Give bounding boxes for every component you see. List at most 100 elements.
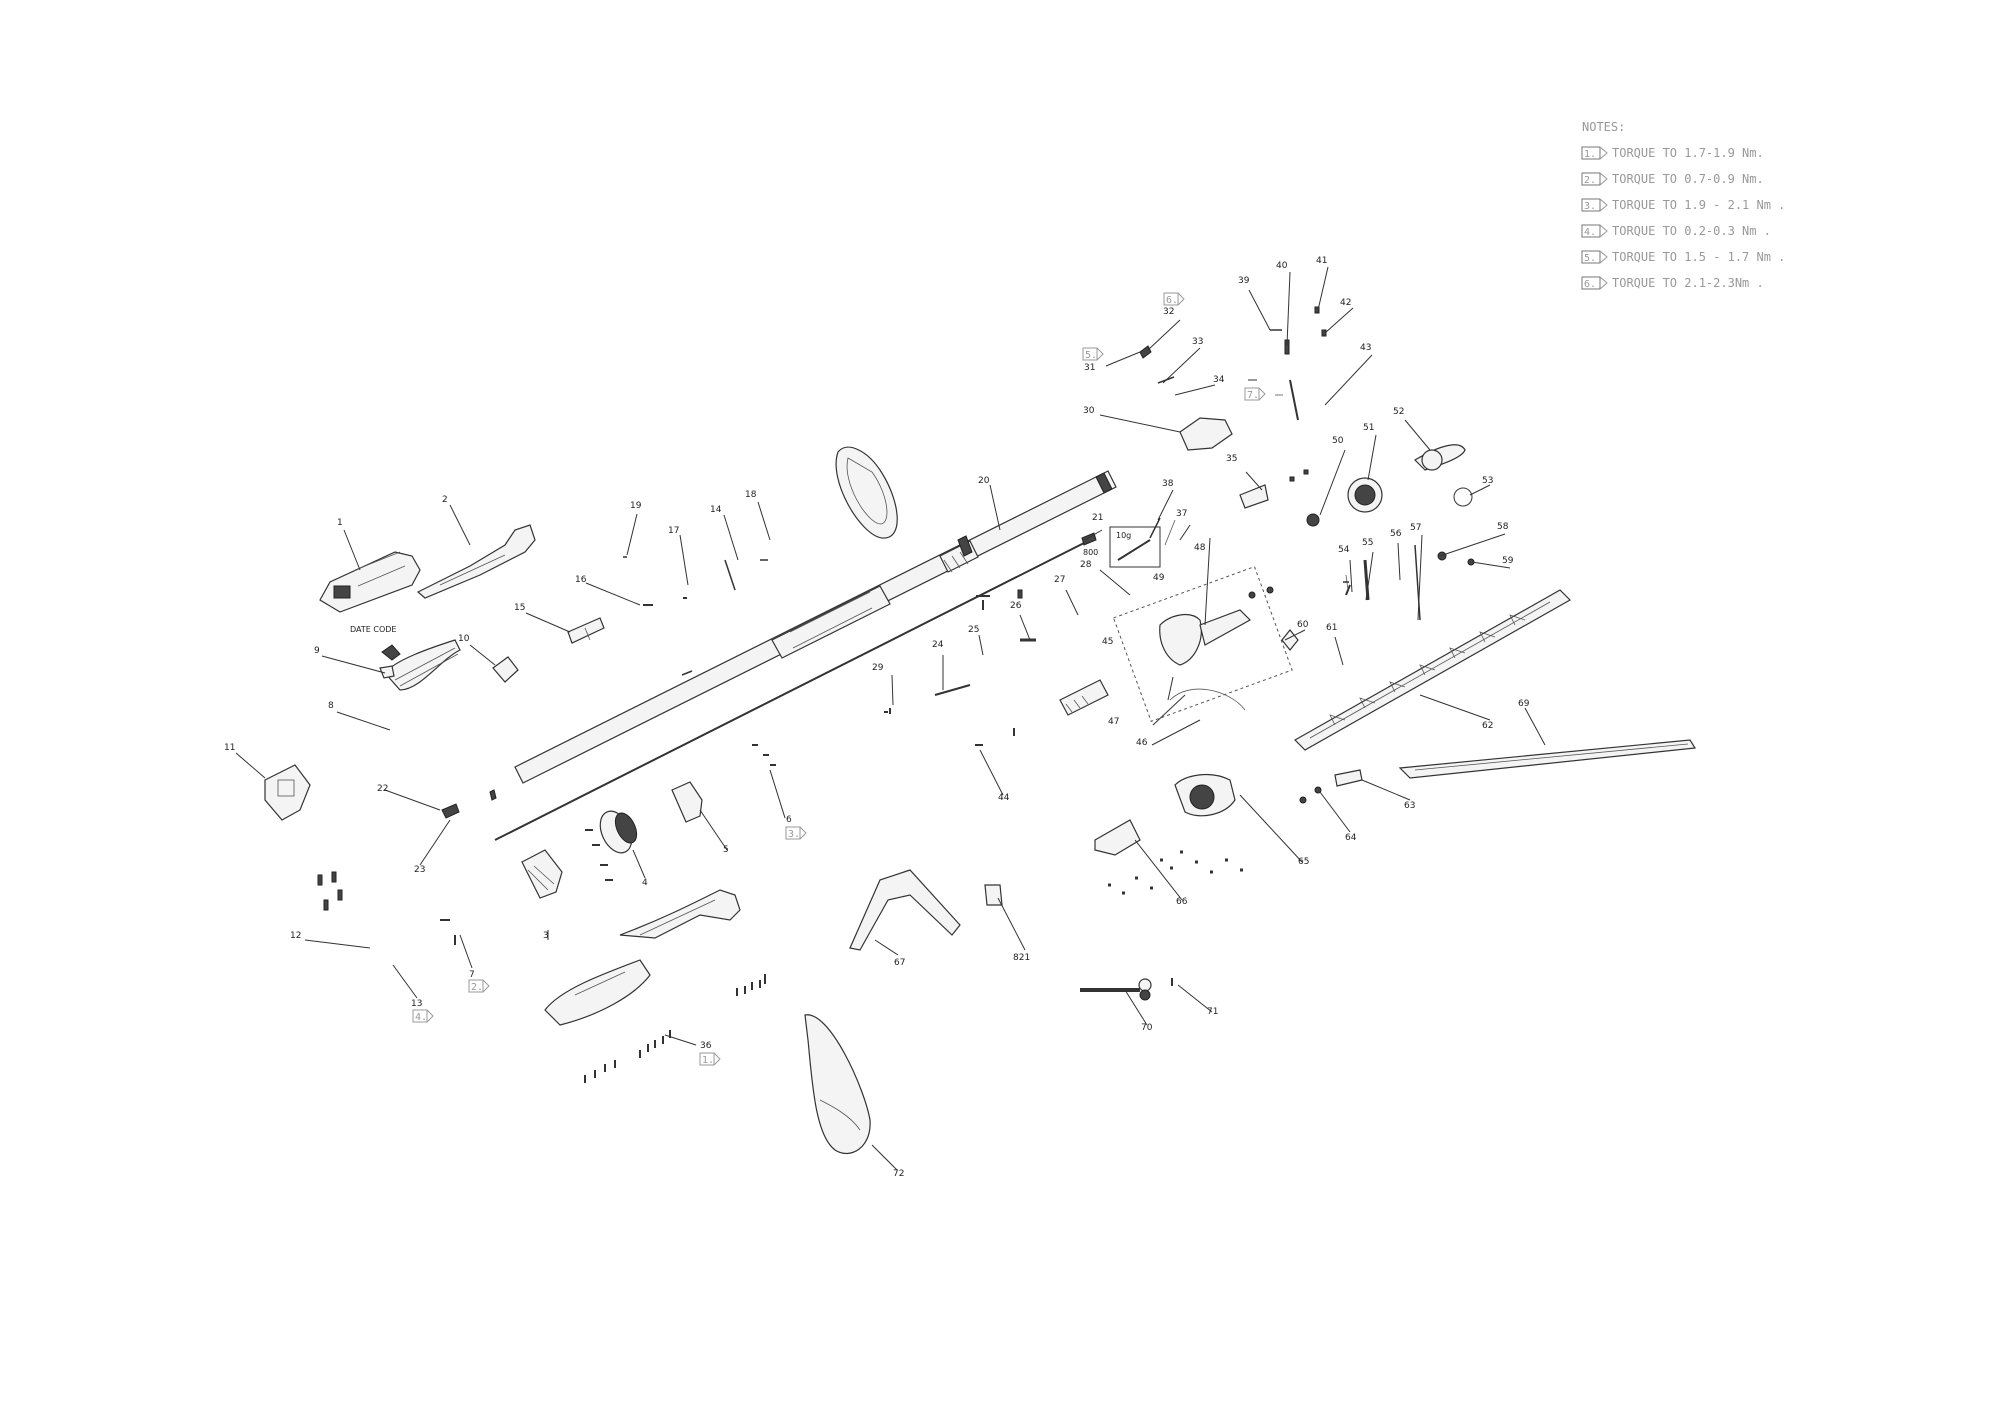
lower-housing (544, 889, 871, 1155)
part-label: 32 (1163, 307, 1174, 317)
inset-label-side: 800 (1083, 548, 1098, 557)
note-index: 6. (1584, 279, 1596, 290)
part-label: 6 (786, 815, 792, 825)
blade-assembly (1094, 544, 1697, 856)
note-index: 1. (1584, 149, 1596, 160)
part-label: 48 (1194, 543, 1206, 553)
misc-parts (849, 679, 1152, 1001)
part-label: 8 (328, 701, 334, 711)
torque-tag: 1. (699, 1052, 721, 1066)
gearbox-assembly: 10g 800 (1083, 379, 1473, 722)
motor-components (441, 781, 703, 899)
note-text: TORQUE TO 2.1-2.3Nm . (1612, 276, 1764, 290)
svg-text:2.: 2. (471, 982, 483, 993)
part-label: 44 (998, 793, 1010, 803)
part-label: 35 (1226, 454, 1237, 464)
svg-text:7.: 7. (1247, 390, 1259, 401)
hardware-screws (317, 306, 1349, 1083)
part-label: 45 (1102, 637, 1113, 647)
part-label: 11 (224, 743, 235, 753)
svg-text:4.: 4. (415, 1012, 427, 1023)
part-label: 7 (469, 970, 475, 980)
part-label: 36 (700, 1041, 712, 1051)
part-label: 59 (1502, 556, 1514, 566)
part-label: 1 (337, 518, 343, 528)
part-label: 23 (414, 865, 425, 875)
part-label: 41 (1316, 256, 1327, 266)
svg-text:1.: 1. (702, 1055, 714, 1066)
part-label: 40 (1276, 261, 1288, 271)
part-label: 51 (1363, 423, 1374, 433)
guard-shield (835, 446, 898, 539)
part-label: 4 (642, 878, 648, 888)
part-label: 57 (1410, 523, 1421, 533)
note-text: TORQUE TO 0.2-0.3 Nm . (1612, 224, 1771, 238)
note-index: 4. (1584, 227, 1596, 238)
note-text: TORQUE TO 0.7-0.9 Nm. (1612, 172, 1764, 186)
part-label: 21 (1092, 513, 1103, 523)
note-index: 3. (1584, 201, 1596, 212)
note-1: 1. TORQUE TO 1.7-1.9 Nm. (1581, 146, 1764, 160)
note-3: 3. TORQUE TO 1.9 - 2.1 Nm . (1581, 198, 1785, 212)
torque-tag: 4. (412, 1009, 434, 1023)
note-index: 2. (1584, 175, 1596, 186)
part-label: 64 (1345, 833, 1357, 843)
part-label: 71 (1207, 1007, 1218, 1017)
note-text: TORQUE TO 1.7-1.9 Nm. (1612, 146, 1764, 160)
part-label: 53 (1482, 476, 1493, 486)
part-label: 67 (894, 958, 905, 968)
date-code-label: DATE CODE (350, 625, 396, 634)
leader-lines (235, 266, 1546, 1171)
part-label: 54 (1338, 545, 1350, 555)
main-shaft (514, 470, 1117, 784)
torque-tags: 6. 5. 7. 3. 2. 4. 1. (412, 292, 1266, 1066)
part-label: 26 (1010, 601, 1022, 611)
part-label: 12 (290, 931, 301, 941)
part-label: 10 (458, 634, 470, 644)
part-label: 14 (710, 505, 722, 515)
part-label: 15 (514, 603, 525, 613)
part-label: 24 (932, 640, 944, 650)
part-label: 72 (893, 1169, 904, 1179)
part-label: 49 (1153, 573, 1165, 583)
part-label: 38 (1162, 479, 1174, 489)
part-label: 50 (1332, 436, 1344, 446)
part-label: 47 (1108, 717, 1119, 727)
notes-block: NOTES: 1. TORQUE TO 1.7-1.9 Nm. 2. TORQU… (1581, 120, 1785, 290)
part-label: 62 (1482, 721, 1493, 731)
torque-tag: 7. (1244, 387, 1266, 401)
part-label: 66 (1176, 897, 1188, 907)
part-label: 37 (1176, 509, 1187, 519)
part-label: 42 (1340, 298, 1351, 308)
part-label: 31 (1084, 363, 1095, 373)
inset-label-top: 10g (1116, 531, 1131, 540)
notes-title: NOTES: (1582, 120, 1625, 134)
part-label: 30 (1083, 406, 1095, 416)
note-text: TORQUE TO 1.9 - 2.1 Nm . (1612, 198, 1785, 212)
part-label: 17 (668, 526, 679, 536)
part-label: 2 (442, 495, 448, 505)
part-label: 3 (543, 931, 549, 941)
part-label: 70 (1141, 1023, 1153, 1033)
part-label: 25 (968, 625, 979, 635)
part-label: 60 (1297, 620, 1309, 630)
part-label: 55 (1362, 538, 1373, 548)
drive-rod (494, 539, 1091, 841)
note-4: 4. TORQUE TO 0.2-0.3 Nm . (1581, 224, 1771, 238)
part-label: 43 (1360, 343, 1371, 353)
part-label: 19 (630, 501, 642, 511)
svg-text:5.: 5. (1085, 350, 1097, 361)
part-label: 63 (1404, 801, 1415, 811)
torque-tag: 2. (468, 979, 490, 993)
part-label: 52 (1393, 407, 1404, 417)
part-label: 56 (1390, 529, 1402, 539)
torque-tag: 3. (785, 826, 807, 840)
part-label: 16 (575, 575, 587, 585)
part-label: 46 (1136, 738, 1148, 748)
left-components (264, 617, 605, 821)
part-number-labels: 1 2 3 4 5 6 7 8 9 10 11 12 13 14 15 16 1… (224, 256, 1530, 1179)
note-6: 6. TORQUE TO 2.1-2.3Nm . (1581, 276, 1764, 290)
note-2: 2. TORQUE TO 0.7-0.9 Nm. (1581, 172, 1764, 186)
part-label: 39 (1238, 276, 1250, 286)
